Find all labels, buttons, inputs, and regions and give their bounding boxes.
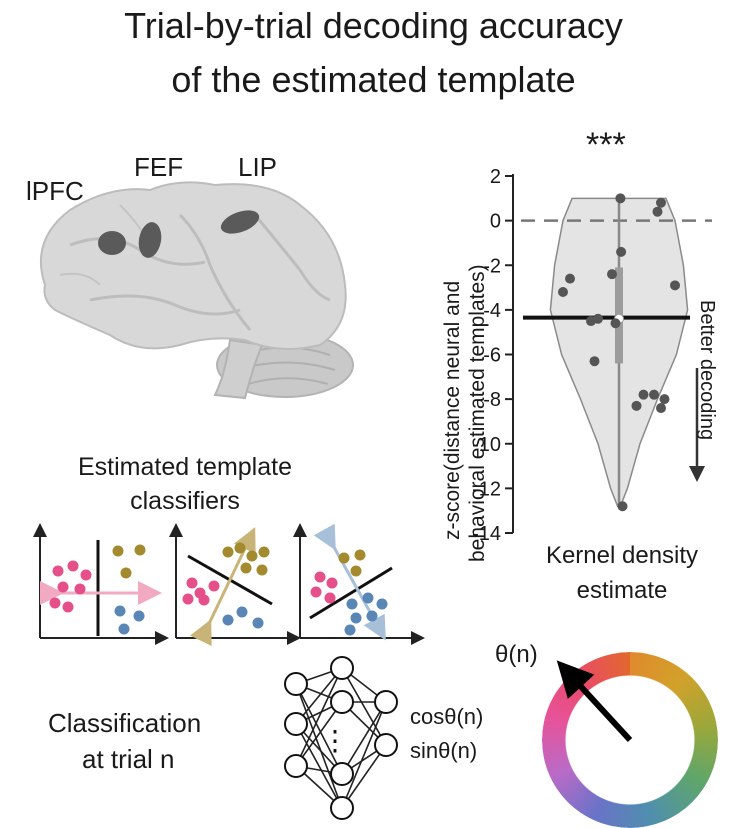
network-edge <box>341 744 387 775</box>
brain-cerebellum <box>216 332 354 398</box>
data-point <box>558 287 568 298</box>
brain-cortex <box>39 181 347 350</box>
data-point <box>586 316 596 327</box>
network-node <box>330 796 354 820</box>
network-edge <box>341 701 387 809</box>
network-node <box>374 733 398 757</box>
y-tick-label: 2 <box>490 166 501 188</box>
data-point <box>610 318 621 329</box>
title-line-2: of the estimated template <box>171 59 576 100</box>
data-point <box>670 280 680 291</box>
network-edge <box>295 683 343 809</box>
data-point <box>593 313 603 324</box>
classifier-plot-3 <box>293 523 425 645</box>
network-edge <box>295 667 343 725</box>
data-point <box>615 193 626 204</box>
output-label-sin: sinθ(n) <box>410 738 478 763</box>
data-point <box>656 197 666 208</box>
data-point <box>589 356 600 367</box>
network-node <box>330 656 354 680</box>
network-edge <box>295 683 343 775</box>
network-edge <box>295 667 343 767</box>
hidden-ellipsis: ⋮ <box>321 725 349 756</box>
classifier-plot-1 <box>33 523 169 645</box>
network-edge <box>295 701 343 767</box>
network-node <box>374 690 398 714</box>
region-label-fef: FEF <box>134 152 184 182</box>
network-edge <box>341 667 387 746</box>
significance-stars: *** <box>586 126 626 164</box>
region-lip <box>220 210 260 234</box>
region-label-lpfc: lPFC <box>26 176 84 206</box>
network-edge <box>295 765 343 809</box>
classifier-plot-2 <box>169 523 301 647</box>
network-edge <box>295 723 343 809</box>
violin-body <box>549 197 689 507</box>
classification-label-1: Classification <box>48 708 202 738</box>
network-node <box>284 672 308 696</box>
better-decoding-label: Better decoding <box>696 300 718 441</box>
median-marker <box>614 313 624 324</box>
network-edge <box>341 744 387 809</box>
better-decoding-arrow-head <box>689 466 705 482</box>
y-tick-label: 0 <box>490 211 501 233</box>
color-wheel <box>542 652 718 828</box>
data-point <box>649 389 659 400</box>
theta-label: θ(n) <box>495 641 538 668</box>
title-line-1: Trial-by-trial decoding accuracy <box>124 5 623 46</box>
network-node <box>284 754 308 778</box>
output-label-cos: cosθ(n) <box>410 704 484 729</box>
region-lpfc <box>98 231 126 255</box>
network-edge <box>341 701 387 775</box>
y-axis-label-2: behavioral estimated templates) <box>466 264 489 562</box>
region-fef <box>138 222 162 258</box>
network-edge <box>295 667 343 685</box>
data-point <box>656 403 666 414</box>
data-point <box>652 206 663 217</box>
x-axis-label-1: Kernel density <box>545 542 699 569</box>
data-point <box>638 389 649 400</box>
classification-label-2: at trial n <box>82 744 175 774</box>
network-edge <box>341 667 387 703</box>
network-edge <box>295 765 343 775</box>
x-axis-label-2: estimate <box>576 577 668 604</box>
data-point <box>565 273 575 284</box>
classifiers-label-1: Estimated template <box>78 453 292 481</box>
data-point <box>617 501 628 512</box>
data-point <box>616 246 627 257</box>
network-edge <box>341 701 387 746</box>
network-node <box>284 712 308 736</box>
data-point <box>631 400 642 411</box>
network-edge <box>295 723 343 775</box>
region-label-lip: LIP <box>238 152 278 182</box>
network-edge <box>295 683 343 703</box>
data-point <box>607 269 617 280</box>
network-node <box>330 690 354 714</box>
data-point <box>659 394 670 405</box>
brain-stem <box>213 338 264 400</box>
classifiers-label-2: classifiers <box>130 487 240 515</box>
iqr-box <box>615 267 623 364</box>
network-edge <box>295 701 343 725</box>
network-node <box>330 762 354 786</box>
